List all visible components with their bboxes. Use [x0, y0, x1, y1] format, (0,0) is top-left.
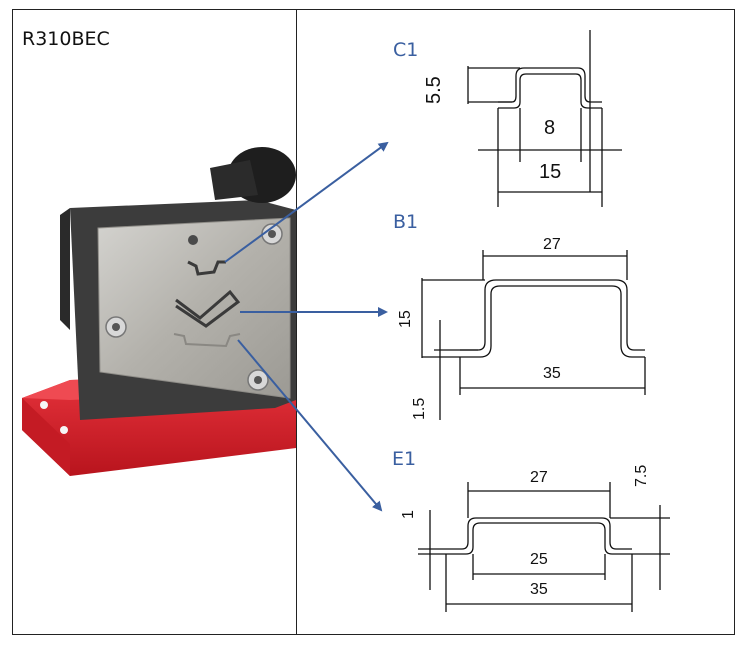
e1-thickness-dim: 1 [400, 510, 417, 519]
c1-height-dim: 5.5 [423, 76, 445, 104]
c1-inner-width-dim: 8 [544, 117, 555, 139]
profile-b1-label: B1 [393, 211, 418, 233]
model-label: R310BEC [22, 28, 110, 50]
b1-thickness-dim: 1.5 [411, 398, 428, 420]
profile-c1-drawing [467, 30, 622, 207]
e1-height-dim: 7.5 [633, 465, 650, 487]
e1-inner-width-dim: 25 [530, 551, 548, 568]
arrow-to-e1 [237, 339, 383, 512]
c1-outer-width-dim: 15 [539, 161, 561, 183]
b1-overall-width-dim: 35 [543, 365, 561, 382]
profile-b1-drawing [421, 250, 646, 420]
profile-c1-label: C1 [393, 39, 418, 61]
profile-e1-drawing [418, 482, 670, 612]
callout-arrows [224, 141, 389, 512]
profile-e1-label: E1 [392, 448, 416, 470]
arrow-to-c1 [224, 141, 389, 263]
b1-height-dim: 15 [397, 310, 414, 328]
panel-divider [296, 9, 297, 635]
b1-top-width-dim: 27 [543, 236, 561, 253]
cutter-machine-image [22, 147, 296, 476]
e1-top-width-dim: 27 [530, 469, 548, 486]
e1-overall-width-dim: 35 [530, 581, 548, 598]
